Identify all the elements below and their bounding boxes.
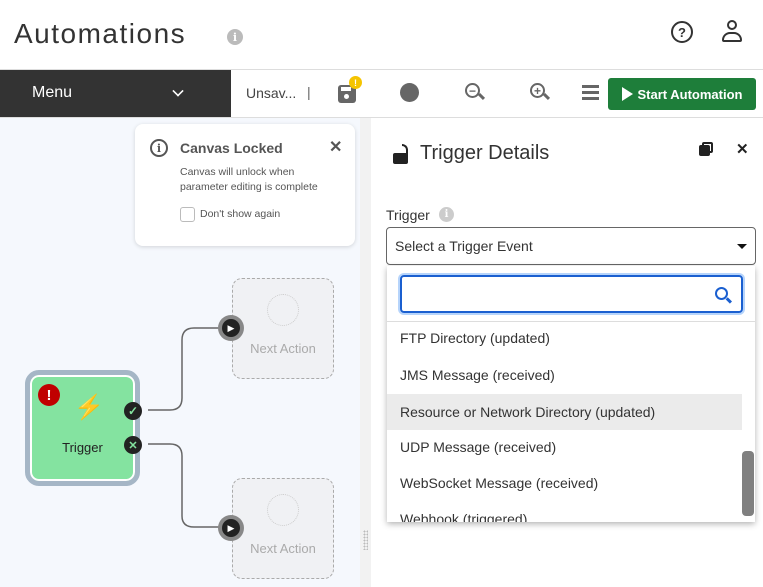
- option-udp-message[interactable]: UDP Message (received): [400, 439, 557, 455]
- hamburger-menu-icon[interactable]: [582, 85, 599, 100]
- search-field[interactable]: [408, 277, 708, 309]
- popout-icon[interactable]: [699, 142, 713, 156]
- options-search-input[interactable]: [400, 275, 743, 313]
- info-icon[interactable]: i: [439, 207, 454, 222]
- popup-body: Canvas will unlock when parameter editin…: [180, 166, 318, 193]
- trigger-field-label: Trigger: [386, 207, 430, 223]
- next-action-placeholder[interactable]: Next Action: [232, 478, 334, 579]
- trigger-options-dropdown: FTP Directory (updated) JMS Message (rec…: [387, 266, 755, 522]
- close-panel-icon[interactable]: ✕: [736, 141, 749, 158]
- lightning-icon: ⚡: [74, 394, 104, 421]
- option-websocket-message[interactable]: WebSocket Message (received): [400, 475, 599, 491]
- error-icon: !: [38, 384, 60, 406]
- menu-dropdown[interactable]: Menu: [0, 70, 231, 117]
- save-button[interactable]: !: [338, 76, 362, 103]
- caret-down-icon: [737, 244, 747, 249]
- connectors: [148, 327, 222, 528]
- save-status: Unsav...: [246, 85, 297, 101]
- input-port-icon[interactable]: ▶: [218, 315, 244, 341]
- info-icon[interactable]: i: [227, 29, 243, 45]
- trigger-label: Trigger: [62, 440, 103, 455]
- option-resource-network-directory[interactable]: Resource or Network Directory (updated): [387, 394, 742, 430]
- next-action-label: Next Action: [250, 541, 316, 556]
- lock-open-icon: [393, 144, 411, 164]
- page-title: Automations: [14, 18, 187, 49]
- success-connector: [148, 327, 222, 411]
- popup-title: Canvas Locked: [180, 140, 283, 156]
- trigger-node[interactable]: ! ⚡ Trigger: [25, 370, 140, 486]
- separator: |: [307, 84, 311, 100]
- panel-resize-handle[interactable]: [360, 118, 371, 587]
- warning-badge-icon: !: [349, 76, 362, 89]
- success-port-icon[interactable]: ✓: [124, 402, 142, 420]
- dropdown-scrollbar[interactable]: [742, 451, 754, 516]
- option-webhook[interactable]: Webhook (triggered): [400, 511, 528, 522]
- search-icon: [715, 287, 728, 300]
- zoom-in-icon[interactable]: +: [530, 83, 551, 103]
- dont-show-label: Don't show again: [200, 208, 281, 220]
- next-action-label: Next Action: [250, 341, 316, 356]
- trigger-select-value: Select a Trigger Event: [395, 238, 533, 254]
- help-icon[interactable]: ?: [671, 21, 693, 43]
- start-automation-button[interactable]: Start Automation: [608, 78, 756, 110]
- failure-port-icon[interactable]: ✕: [124, 436, 142, 454]
- next-action-placeholder[interactable]: Next Action: [232, 278, 334, 379]
- zoom-out-icon[interactable]: −: [465, 83, 486, 103]
- play-icon: [621, 87, 633, 101]
- user-icon[interactable]: [722, 20, 742, 44]
- failure-connector: [148, 443, 222, 528]
- close-icon[interactable]: ✕: [329, 139, 343, 156]
- menu-label: Menu: [32, 84, 73, 101]
- option-ftp-directory[interactable]: FTP Directory (updated): [400, 330, 550, 346]
- input-port-icon[interactable]: ▶: [218, 515, 244, 541]
- globe-icon[interactable]: [399, 82, 421, 104]
- start-automation-label: Start Automation: [637, 86, 743, 102]
- canvas-locked-popup: i Canvas Locked ✕ Canvas will unlock whe…: [135, 124, 355, 246]
- info-icon: i: [150, 139, 168, 157]
- trigger-select[interactable]: Select a Trigger Event: [386, 227, 756, 265]
- panel-title: Trigger Details: [420, 142, 550, 164]
- dont-show-checkbox[interactable]: [180, 207, 195, 222]
- option-jms-message[interactable]: JMS Message (received): [400, 367, 555, 383]
